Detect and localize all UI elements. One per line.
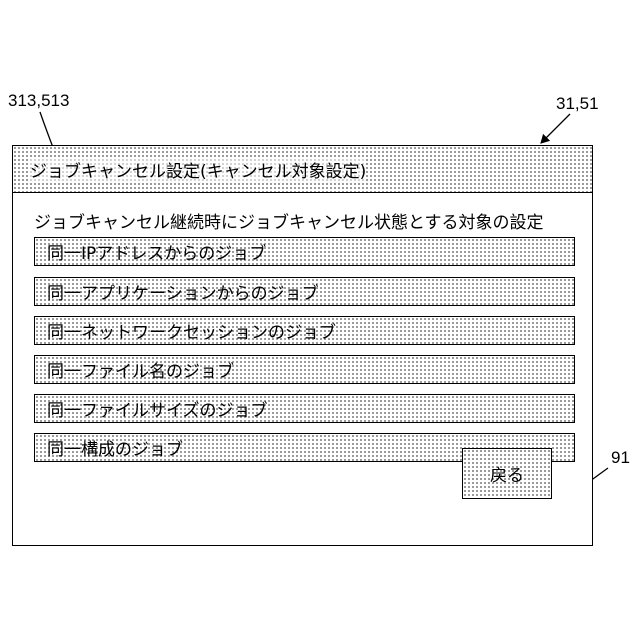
reference-label-title-area: 313,513 — [8, 92, 69, 109]
reference-label-screen: 31,51 — [556, 95, 599, 112]
option-same-ip-address[interactable]: 同一IPアドレスからのジョブ — [34, 237, 575, 266]
option-label: 同一ファイル名のジョブ — [47, 357, 234, 382]
option-same-file-name[interactable]: 同一ファイル名のジョブ — [34, 355, 575, 384]
title-bar: ジョブキャンセル設定(キャンセル対象設定) — [13, 146, 592, 193]
option-label: 同一アプリケーションからのジョブ — [47, 279, 319, 304]
option-same-application[interactable]: 同一アプリケーションからのジョブ — [34, 277, 575, 306]
option-label: 同一IPアドレスからのジョブ — [47, 239, 266, 264]
option-label: 同一ファイルサイズのジョブ — [47, 396, 268, 421]
cancel-settings-screen: ジョブキャンセル設定(キャンセル対象設定) ジョブキャンセル継続時にジョブキャン… — [12, 145, 593, 546]
option-label: 同一構成のジョブ — [47, 435, 183, 460]
reference-label-back-button: 91 — [611, 449, 630, 466]
back-button[interactable]: 戻る — [462, 448, 552, 499]
option-same-file-size[interactable]: 同一ファイルサイズのジョブ — [34, 394, 575, 423]
option-label: 同一ネットワークセッションのジョブ — [47, 318, 336, 343]
screen-title: ジョブキャンセル設定(キャンセル対象設定) — [30, 157, 366, 182]
option-same-network-session[interactable]: 同一ネットワークセッションのジョブ — [34, 316, 575, 345]
leader-arrow-screen — [541, 114, 570, 143]
back-button-label: 戻る — [490, 461, 524, 486]
section-heading: ジョブキャンセル継続時にジョブキャンセル状態とする対象の設定 — [34, 208, 544, 233]
